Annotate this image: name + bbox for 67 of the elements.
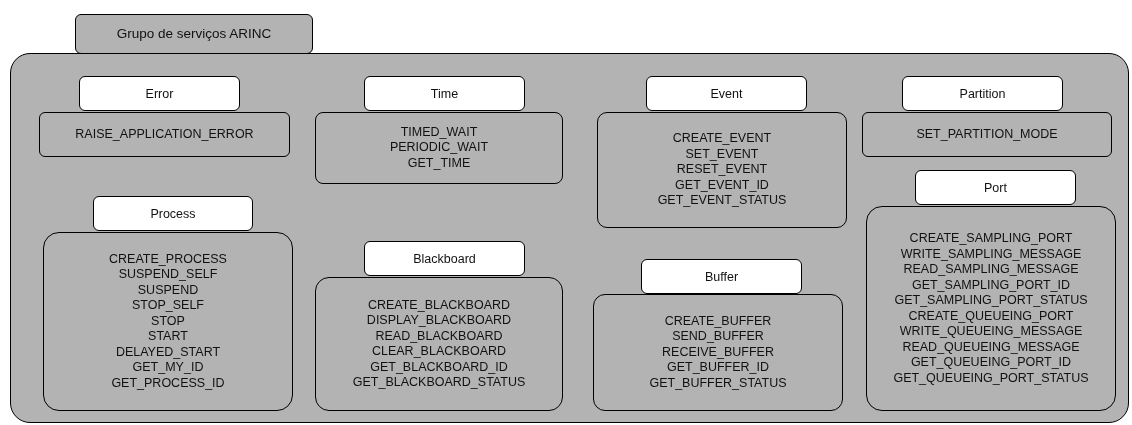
service-name: READ_QUEUEING_MESSAGE xyxy=(902,339,1080,355)
service-name: READ_BLACKBOARD xyxy=(375,328,503,344)
category-title: Process xyxy=(150,205,196,222)
category-title: Buffer xyxy=(704,268,739,285)
service-name: SUSPEND_SELF xyxy=(118,267,218,283)
service-list-box xyxy=(39,112,290,157)
category-tab xyxy=(93,196,253,231)
group-title: Grupo de serviços ARINC xyxy=(116,26,272,42)
category-tab xyxy=(646,76,807,111)
service-name: SUSPEND xyxy=(137,282,199,299)
service-list-box xyxy=(597,112,847,228)
category-tab xyxy=(902,76,1063,111)
service-list-box xyxy=(43,232,293,411)
service-name: CREATE_QUEUEING_PORT xyxy=(908,308,1074,324)
category-tab xyxy=(364,241,525,276)
service-name: DISPLAY_BLACKBOARD xyxy=(366,313,512,329)
service-name: STOP_SELF xyxy=(132,298,204,314)
service-name: PERIODIC_WAIT xyxy=(389,140,489,156)
service-name: WRITE_SAMPLING_MESSAGE xyxy=(900,246,1082,262)
category-tab xyxy=(915,170,1076,205)
service-name: WRITE_QUEUEING_MESSAGE xyxy=(899,324,1083,340)
service-name: GET_SAMPLING_PORT_ID xyxy=(911,277,1071,293)
service-name: GET_EVENT_ID xyxy=(675,177,769,194)
service-name: GET_QUEUEING_PORT_ID xyxy=(910,355,1072,371)
service-name: GET_BUFFER_STATUS xyxy=(649,375,787,392)
service-name: SET_EVENT xyxy=(685,146,759,163)
service-list-box xyxy=(315,112,563,184)
service-name: GET_PROCESS_ID xyxy=(111,375,225,392)
service-name: RAISE_APPLICATION_ERROR xyxy=(75,126,254,143)
service-name: GET_BUFFER_ID xyxy=(666,360,770,376)
group-panel xyxy=(10,53,1129,423)
category-tab xyxy=(364,76,525,111)
group-tab xyxy=(75,14,313,54)
service-name: GET_BLACKBOARD_STATUS xyxy=(352,375,526,391)
service-name: CREATE_BUFFER xyxy=(664,313,772,330)
service-name: CREATE_BLACKBOARD xyxy=(367,297,511,313)
service-list-box xyxy=(866,206,1116,411)
service-name: SET_PARTITION_MODE xyxy=(916,126,1058,143)
service-name: SEND_BUFFER xyxy=(672,329,764,345)
service-name: READ_SAMPLING_MESSAGE xyxy=(903,262,1079,278)
service-name: GET_SAMPLING_PORT_STATUS xyxy=(894,293,1088,309)
category-title: Blackboard xyxy=(413,250,476,267)
service-name: GET_MY_ID xyxy=(132,360,204,376)
service-name: TIMED_WAIT xyxy=(400,124,478,141)
service-list-box xyxy=(593,294,843,411)
category-title: Event xyxy=(710,85,743,102)
category-title: Partition xyxy=(959,85,1006,102)
service-name: GET_BLACKBOARD_ID xyxy=(370,359,508,375)
category-tab xyxy=(641,259,802,294)
service-list-box xyxy=(315,277,563,411)
service-name: START xyxy=(148,329,188,345)
service-name: CREATE_PROCESS xyxy=(109,251,227,268)
service-name: CLEAR_BLACKBOARD xyxy=(371,344,507,360)
service-name: CREATE_SAMPLING_PORT xyxy=(909,231,1073,247)
service-name: STOP xyxy=(151,313,185,330)
service-name: DELAYED_START xyxy=(115,344,221,361)
service-name: RECEIVE_BUFFER xyxy=(662,344,774,361)
service-list-box xyxy=(862,112,1112,157)
service-name: GET_TIME xyxy=(407,155,471,172)
category-title: Time xyxy=(430,85,459,102)
service-name: RESET_EVENT xyxy=(676,162,768,178)
category-title: Port xyxy=(984,179,1007,196)
service-name: GET_EVENT_STATUS xyxy=(657,193,787,209)
service-name: GET_QUEUEING_PORT_STATUS xyxy=(893,370,1089,386)
service-name: CREATE_EVENT xyxy=(672,131,772,147)
category-tab xyxy=(79,76,240,111)
category-title: Error xyxy=(145,85,174,102)
